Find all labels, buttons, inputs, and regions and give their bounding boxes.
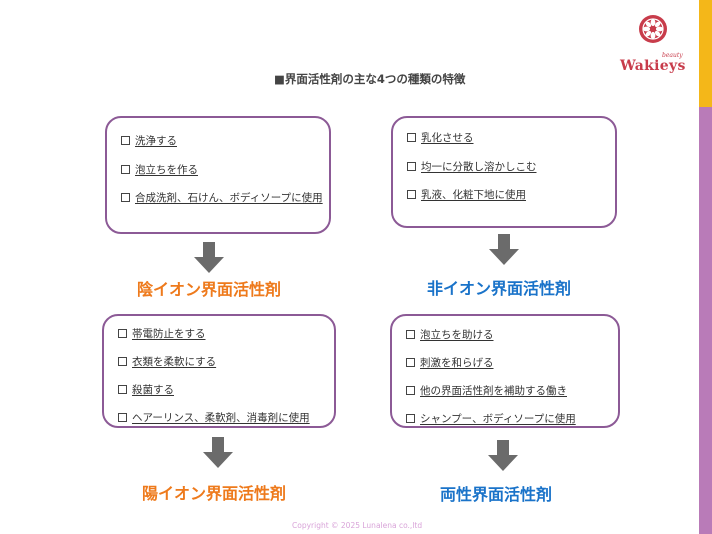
list-item: 泡立ちを助ける [406,327,494,342]
card-cationic: 帯電防止をする 衣類を柔軟にする 殺菌する ヘアーリンス、柔軟剤、消毒剤に使用 [102,314,336,428]
list-item: 乳液、化粧下地に使用 [407,187,526,202]
list-item-text: ヘアーリンス、柔軟剤、消毒剤に使用 [132,412,310,424]
flower-emblem-icon [639,15,667,43]
list-item: 帯電防止をする [118,326,206,341]
checkbox-icon [121,164,130,174]
list-item-text: 泡立ちを助ける [420,329,494,341]
checkbox-icon [406,385,415,395]
checkbox-icon [118,356,127,366]
page-title: ■界面活性剤の主な4つの種類の特徴 [274,72,466,86]
brand-name: Wakieys [620,58,686,74]
checkbox-icon [121,192,130,202]
side-bar-purple [699,107,712,534]
list-item-text: 洗浄する [135,135,177,147]
checkbox-icon [407,161,416,171]
list-item: 合成洗剤、石けん、ボディソープに使用 [121,190,323,205]
list-item: 他の界面活性剤を補助する働き [406,383,567,398]
list-item: 均一に分散し溶かしこむ [407,159,537,174]
arrow-down-icon [488,440,518,471]
checkbox-icon [407,132,416,142]
list-item-text: シャンプー、ボディソープに使用 [420,413,576,425]
brand-logo: beauty Wakieys [618,14,688,74]
list-item-text: 殺菌する [132,384,174,396]
checkbox-icon [118,328,127,338]
list-item: シャンプー、ボディソープに使用 [406,411,576,426]
copyright-text: Copyright © 2025 Lunalena co.,ltd [292,521,423,530]
label-anionic: 陰イオン界面活性剤 [137,280,282,299]
list-item: ヘアーリンス、柔軟剤、消毒剤に使用 [118,410,310,425]
card-nonionic: 乳化させる 均一に分散し溶かしこむ 乳液、化粧下地に使用 [391,116,617,228]
list-item: 刺激を和らげる [406,355,494,370]
checkbox-icon [406,329,415,339]
checkbox-icon [406,413,415,423]
list-item: 衣類を柔軟にする [118,354,216,369]
arrow-down-icon [194,242,224,273]
list-item-text: 乳液、化粧下地に使用 [421,189,526,201]
list-item-text: 乳化させる [421,132,474,144]
label-nonionic: 非イオン界面活性剤 [427,279,572,298]
list-item-text: 均一に分散し溶かしこむ [421,161,537,173]
label-amphoteric: 両性界面活性剤 [440,485,553,504]
checkbox-icon [118,384,127,394]
checkbox-icon [121,135,130,145]
list-item: 洗浄する [121,133,177,148]
arrow-down-icon [489,234,519,265]
list-item: 殺菌する [118,382,174,397]
label-cationic: 陽イオン界面活性剤 [142,484,287,503]
side-bar-yellow [699,0,712,107]
list-item-text: 刺激を和らげる [420,357,494,369]
list-item: 乳化させる [407,130,474,145]
list-item-text: 他の界面活性剤を補助する働き [420,385,567,397]
list-item-text: 泡立ちを作る [135,164,198,176]
card-anionic: 洗浄する 泡立ちを作る 合成洗剤、石けん、ボディソープに使用 [105,116,331,234]
card-amphoteric: 泡立ちを助ける 刺激を和らげる 他の界面活性剤を補助する働き シャンプー、ボディ… [390,314,620,428]
list-item: 泡立ちを作る [121,162,198,177]
brand-small-text: beauty [662,52,683,59]
arrow-down-icon [203,437,233,468]
checkbox-icon [118,412,127,422]
list-item-text: 帯電防止をする [132,328,206,340]
checkbox-icon [407,189,416,199]
list-item-text: 衣類を柔軟にする [132,356,217,368]
list-item-text: 合成洗剤、石けん、ボディソープに使用 [135,192,323,204]
checkbox-icon [406,357,415,367]
